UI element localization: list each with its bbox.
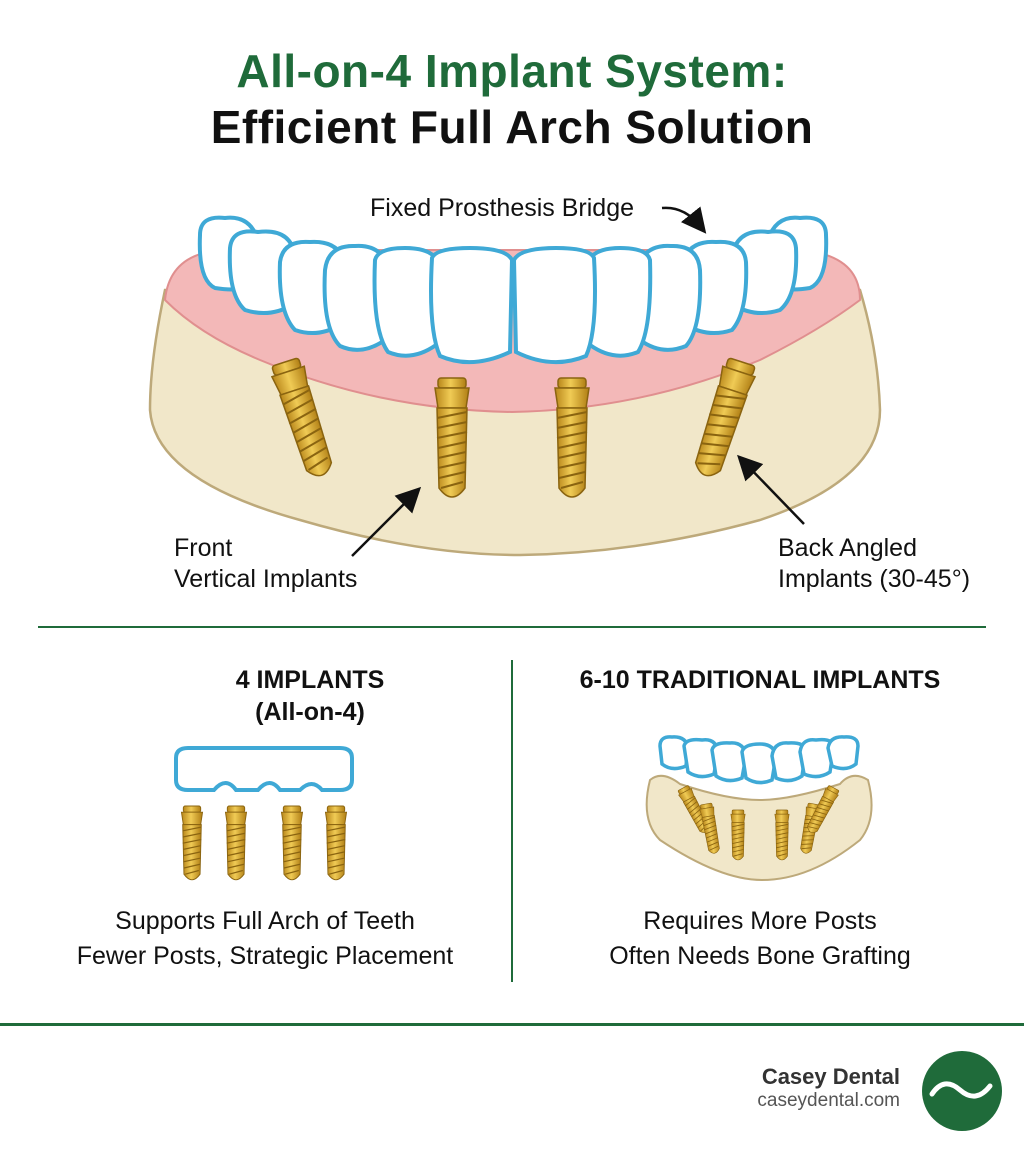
bridge-arrow (661, 206, 707, 234)
vertical-divider (511, 660, 513, 982)
prosthesis-teeth (197, 215, 829, 365)
back-label-line-1: Back Angled (778, 534, 917, 562)
brand-name: Casey Dental (761, 1064, 900, 1089)
top-divider (38, 626, 986, 628)
front-right-implant (554, 377, 590, 498)
front-left-implant (434, 377, 470, 498)
right-caption-line-2: Often Needs Bone Grafting (609, 942, 911, 970)
casey-dental-logo-icon (922, 1051, 1002, 1131)
right-caption-line-1: Requires More Posts (643, 907, 877, 935)
main-jaw-diagram (148, 206, 882, 557)
left-heading-line-2: (All-on-4) (255, 698, 365, 726)
mini-bridge (174, 746, 354, 792)
footer-divider (0, 1023, 1024, 1026)
back-label-line-2: Implants (30-45°) (778, 565, 971, 593)
front-label-line-2: Vertical Implants (174, 565, 358, 593)
left-caption-line-1: Supports Full Arch of Teeth (115, 907, 415, 935)
front-label-line-1: Front (174, 534, 233, 562)
title-line-1: All-on-4 Implant System: (236, 45, 788, 97)
title-line-2: Efficient Full Arch Solution (210, 101, 814, 153)
back-implant-arrow (737, 454, 805, 525)
left-heading-line-1: 4 IMPLANTS (235, 666, 385, 694)
front-implant-arrow (351, 486, 422, 557)
right-heading: 6-10 TRADITIONAL IMPLANTS (579, 666, 941, 694)
mini-bone (645, 774, 873, 882)
left-caption-line-2: Fewer Posts, Strategic Placement (76, 942, 454, 970)
traditional-mini-diagram (645, 735, 873, 882)
all-on-4-mini-diagram (174, 746, 354, 881)
bridge-label: Fixed Prosthesis Bridge (370, 194, 635, 222)
brand-url: caseydental.com (757, 1090, 900, 1111)
